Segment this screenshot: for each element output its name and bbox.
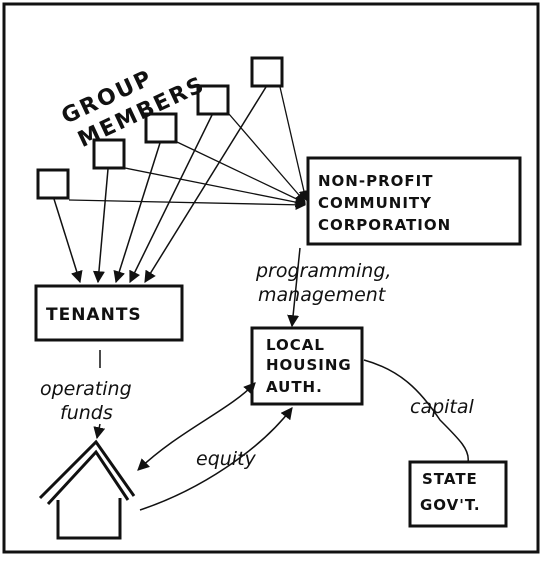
arrow-equity <box>139 407 293 511</box>
arrow-m1-nonprofit <box>68 199 307 211</box>
group-members-title: GROUP MEMBERS <box>58 66 209 153</box>
housing-line3: AUTH. <box>266 378 323 396</box>
outer-frame <box>2 2 540 554</box>
house-icon <box>38 439 136 540</box>
member-box-4 <box>196 84 230 116</box>
state-line1: STATE <box>422 470 478 488</box>
nonprofit-line2: COMMUNITY <box>318 194 432 212</box>
arrow-m2-nonprofit <box>124 167 307 208</box>
member-box-5 <box>250 56 284 88</box>
arrow-m5-nonprofit <box>279 86 309 202</box>
nonprofit-box <box>306 156 522 246</box>
equity-label: equity <box>196 448 257 470</box>
operating-label-line2: funds <box>60 402 113 424</box>
arrow-m4-tenants <box>129 114 213 284</box>
state-line2: GOV'T. <box>420 496 481 514</box>
arrow-m2-tenants <box>92 168 109 284</box>
tenants-label: TENANTS <box>46 305 142 325</box>
member-to-tenants-arrows <box>53 86 267 284</box>
programming-label-line1: programming, <box>255 260 391 282</box>
member-to-nonprofit-arrows <box>68 86 309 211</box>
arrow-m3-tenants <box>113 142 161 284</box>
housing-line2: HOUSING <box>266 356 352 374</box>
tenants-box <box>34 284 184 342</box>
arrow-m1-tenants <box>53 198 83 284</box>
arrow-m3-nonprofit <box>176 141 306 204</box>
programming-label-line2: management <box>258 284 387 306</box>
member-box-1 <box>36 168 70 200</box>
arrow-housing-house <box>137 382 256 471</box>
housing-authority-box <box>250 326 364 406</box>
arrow-funds-house <box>93 423 106 440</box>
state-gov-box <box>408 460 508 528</box>
nonprofit-line3: CORPORATION <box>318 216 451 234</box>
capital-curve <box>363 359 469 463</box>
arrow-nonprofit-housing <box>287 247 301 328</box>
housing-line1: LOCAL <box>266 336 325 354</box>
member-box-3 <box>144 112 178 144</box>
member-box-2 <box>92 138 126 170</box>
arrow-m4-nonprofit <box>228 113 306 203</box>
capital-label: capital <box>410 396 475 418</box>
operating-label-line1: operating <box>40 378 132 400</box>
nonprofit-line1: NON-PROFIT <box>318 172 433 190</box>
